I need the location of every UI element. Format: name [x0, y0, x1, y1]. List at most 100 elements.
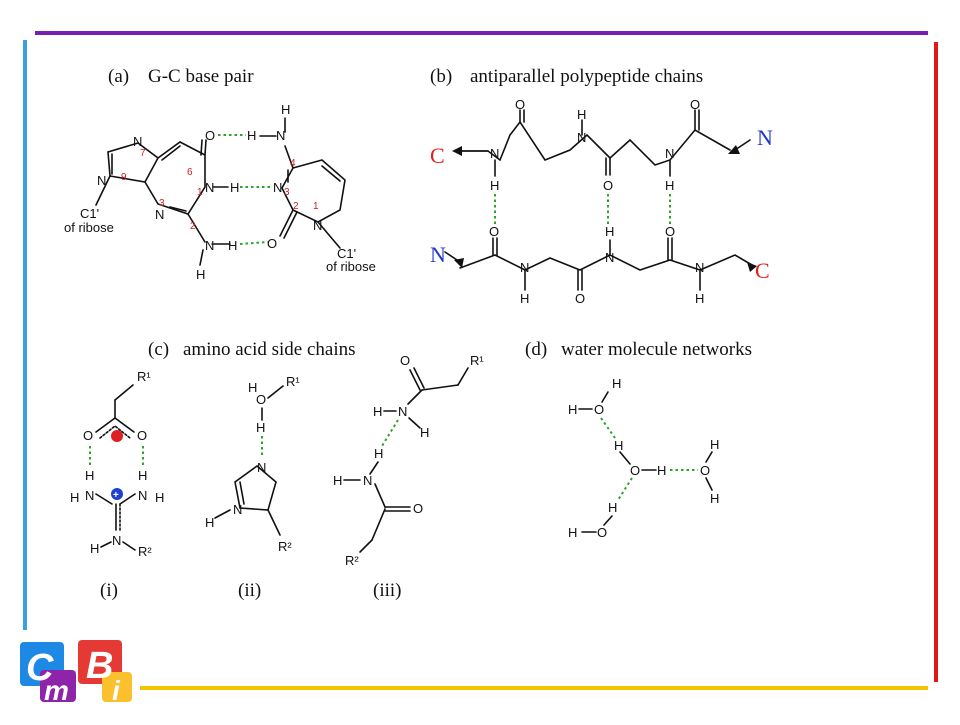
- panel-c-tag: (c): [148, 339, 169, 360]
- svg-text:H: H: [657, 463, 666, 478]
- svg-text:N: N: [273, 180, 282, 195]
- ribose-sublabel: of ribose: [64, 220, 114, 235]
- group-r1: R¹: [470, 353, 484, 368]
- water-network: H H O H O H O H H H O H: [568, 376, 719, 540]
- chain-c-terminus: C: [755, 258, 770, 283]
- antiparallel-chains: O H O N N N H O H O H O N N N H O H: [430, 97, 773, 306]
- svg-text:N: N: [605, 250, 614, 265]
- ring-number: 2: [293, 201, 299, 212]
- svg-text:N: N: [233, 502, 242, 517]
- svg-text:H: H: [490, 178, 499, 193]
- svg-text:N: N: [520, 260, 529, 275]
- chain-n-terminus: N: [757, 125, 773, 150]
- svg-text:H: H: [614, 438, 623, 453]
- svg-text:H: H: [420, 425, 429, 440]
- svg-text:H: H: [695, 291, 704, 306]
- group-r1: R¹: [286, 374, 300, 389]
- svg-text:H: H: [568, 525, 577, 540]
- svg-text:N: N: [155, 207, 164, 222]
- svg-text:N: N: [133, 134, 142, 149]
- panel-b-title: antiparallel polypeptide chains: [470, 66, 703, 87]
- group-r2: R²: [278, 539, 292, 554]
- svg-text:H: H: [605, 224, 614, 239]
- logo-letter: m: [44, 675, 69, 706]
- group-r2: R²: [345, 553, 359, 568]
- panel-c-title: amino acid side chains: [183, 339, 356, 360]
- svg-text:H: H: [247, 128, 256, 143]
- svg-text:N: N: [276, 128, 285, 143]
- svg-text:O: O: [205, 128, 215, 143]
- svg-text:H: H: [138, 468, 147, 483]
- svg-text:O: O: [267, 236, 277, 251]
- svg-text:N: N: [398, 404, 407, 419]
- svg-text:O: O: [413, 501, 423, 516]
- logo-tile: [40, 670, 76, 702]
- panel-d-tag: (d): [525, 339, 547, 360]
- ring-number: 6: [187, 167, 193, 178]
- svg-text:O: O: [594, 402, 604, 417]
- svg-text:H: H: [520, 291, 529, 306]
- svg-text:O: O: [690, 97, 700, 112]
- subpanel-ii: (ii): [238, 580, 261, 601]
- svg-text:H: H: [90, 541, 99, 556]
- chain-n-terminus: N: [430, 242, 446, 267]
- svg-text:O: O: [489, 224, 499, 239]
- svg-text:O: O: [256, 392, 266, 407]
- svg-text:H: H: [256, 420, 265, 435]
- side-chain-iii: O R¹ N H H H N H O R² (iii): [333, 353, 484, 601]
- svg-text:O: O: [603, 178, 613, 193]
- svg-text:O: O: [515, 97, 525, 112]
- ring-number: 4: [290, 158, 296, 169]
- svg-text:H: H: [155, 490, 164, 505]
- svg-text:O: O: [597, 525, 607, 540]
- chain-c-terminus: C: [430, 143, 445, 168]
- svg-text:N: N: [112, 533, 121, 548]
- group-r1: R¹: [137, 369, 151, 384]
- svg-text:N: N: [363, 473, 372, 488]
- svg-text:N: N: [577, 130, 586, 145]
- svg-text:H: H: [374, 446, 383, 461]
- ring-number: 3: [159, 198, 165, 209]
- svg-text:N: N: [490, 146, 499, 161]
- svg-text:H: H: [373, 404, 382, 419]
- svg-text:N: N: [97, 173, 106, 188]
- panel-d-title: water molecule networks: [561, 339, 752, 360]
- svg-text:H: H: [85, 468, 94, 483]
- panel-a-title: G-C base pair: [148, 66, 254, 87]
- svg-text:H: H: [612, 376, 621, 391]
- ring-number: 2: [190, 221, 196, 232]
- subpanel-i: (i): [100, 580, 118, 601]
- svg-text:N: N: [695, 260, 704, 275]
- svg-text:H: H: [205, 515, 214, 530]
- ring-number: 7: [140, 148, 146, 159]
- ring-number: 1: [313, 201, 319, 212]
- svg-text:O: O: [137, 428, 147, 443]
- svg-text:H: H: [710, 437, 719, 452]
- svg-text:N: N: [205, 180, 214, 195]
- logo-letter: C: [26, 647, 54, 689]
- positive-charge-icon: [111, 488, 123, 500]
- svg-text:O: O: [665, 224, 675, 239]
- svg-text:N: N: [313, 218, 322, 233]
- logo-letter: i: [112, 675, 121, 706]
- svg-text:H: H: [281, 102, 290, 117]
- logo-letter: B: [86, 645, 113, 687]
- svg-text:O: O: [630, 463, 640, 478]
- svg-text:N: N: [665, 146, 674, 161]
- ribose-label: C1': [80, 206, 99, 221]
- side-chain-i: R¹ O O H H H N N H + H N R² (i): [70, 369, 164, 601]
- gc-base-pair: N N N N N H H H O H N H N N O 7 9 3 2 6 …: [64, 102, 376, 282]
- cmbi-logo: C m B i: [20, 640, 132, 706]
- ring-number: 1: [197, 187, 203, 198]
- svg-text:N: N: [138, 488, 147, 503]
- subpanel-iii: (iii): [373, 580, 402, 601]
- ribose-sublabel: of ribose: [326, 259, 376, 274]
- ring-number: 9: [121, 172, 127, 183]
- logo-tile: [102, 672, 132, 702]
- svg-text:H: H: [665, 178, 674, 193]
- ribose-label: C1': [337, 246, 356, 261]
- svg-text:H: H: [196, 267, 205, 282]
- svg-text:H: H: [568, 402, 577, 417]
